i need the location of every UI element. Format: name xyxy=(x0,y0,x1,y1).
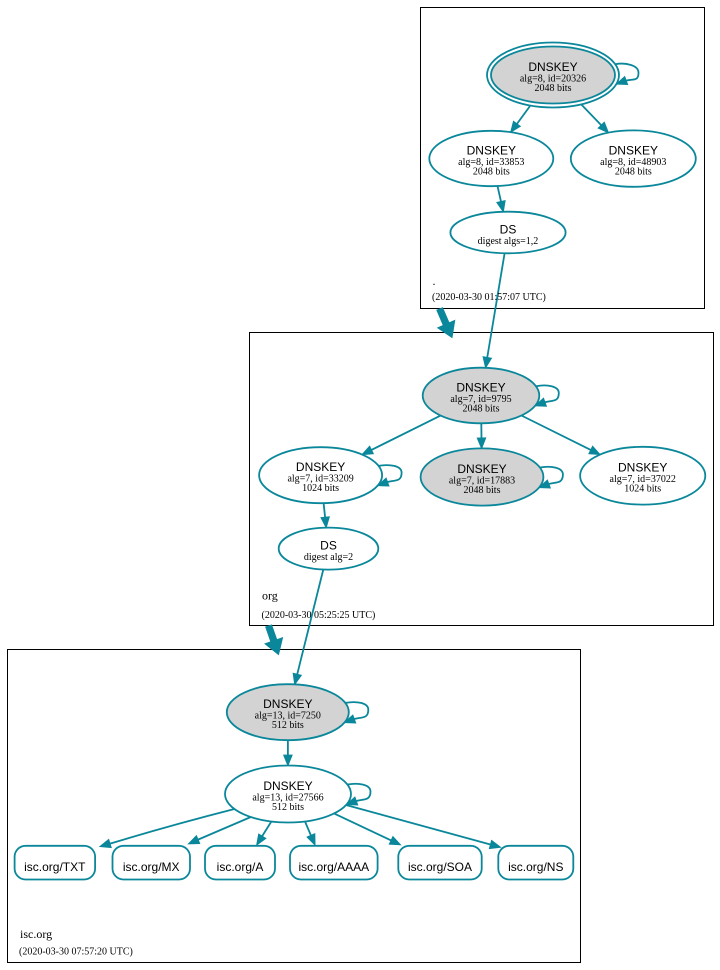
svg-text:DNSKEY: DNSKEY xyxy=(467,144,516,158)
svg-text:512 bits: 512 bits xyxy=(272,802,304,813)
svg-text:alg=13, id=27566: alg=13, id=27566 xyxy=(252,793,323,804)
svg-text:1024 bits: 1024 bits xyxy=(302,483,339,494)
svg-text:isc.org/SOA: isc.org/SOA xyxy=(408,860,472,874)
svg-text:DNSKEY: DNSKEY xyxy=(609,144,658,158)
svg-text:2048 bits: 2048 bits xyxy=(535,83,572,94)
svg-text:2048 bits: 2048 bits xyxy=(463,404,500,415)
svg-text:1024 bits: 1024 bits xyxy=(624,484,661,495)
svg-text:alg=7, id=37022: alg=7, id=37022 xyxy=(610,474,676,485)
svg-text:alg=8, id=33853: alg=8, id=33853 xyxy=(458,157,524,168)
svg-text:org: org xyxy=(262,589,278,603)
svg-text:isc.org: isc.org xyxy=(20,927,52,941)
svg-text:DNSKEY: DNSKEY xyxy=(457,462,506,476)
svg-text:isc.org/MX: isc.org/MX xyxy=(123,860,180,874)
svg-text:DNSKEY: DNSKEY xyxy=(263,697,312,711)
svg-text:DNSKEY: DNSKEY xyxy=(618,461,667,475)
svg-text:alg=8, id=48903: alg=8, id=48903 xyxy=(600,157,666,168)
svg-text:alg=7, id=17883: alg=7, id=17883 xyxy=(449,476,515,487)
svg-text:2048 bits: 2048 bits xyxy=(464,485,501,496)
svg-text:DS: DS xyxy=(320,539,337,553)
svg-text:2048 bits: 2048 bits xyxy=(615,167,652,178)
svg-text:digest alg=2: digest alg=2 xyxy=(304,552,353,563)
svg-text:2048 bits: 2048 bits xyxy=(473,167,510,178)
svg-text:isc.org/TXT: isc.org/TXT xyxy=(24,860,86,874)
svg-text:alg=13, id=7250: alg=13, id=7250 xyxy=(255,711,321,722)
svg-text:(2020-03-30 01:57:07 UTC): (2020-03-30 01:57:07 UTC) xyxy=(432,292,546,303)
svg-text:DNSKEY: DNSKEY xyxy=(528,60,577,74)
svg-text:DNSKEY: DNSKEY xyxy=(263,779,312,793)
svg-text:isc.org/AAAA: isc.org/AAAA xyxy=(298,860,369,874)
svg-text:DNSKEY: DNSKEY xyxy=(296,460,345,474)
svg-text:(2020-03-30 05:25:25 UTC): (2020-03-30 05:25:25 UTC) xyxy=(262,610,376,621)
svg-text:alg=8, id=20326: alg=8, id=20326 xyxy=(520,74,586,85)
svg-text:alg=7, id=9795: alg=7, id=9795 xyxy=(450,394,511,405)
svg-text:isc.org/A: isc.org/A xyxy=(217,860,264,874)
svg-text:isc.org/NS: isc.org/NS xyxy=(508,860,563,874)
svg-text:DNSKEY: DNSKEY xyxy=(456,381,505,395)
svg-text:.: . xyxy=(433,274,436,288)
svg-text:digest algs=1,2: digest algs=1,2 xyxy=(478,236,539,247)
svg-text:alg=7, id=33209: alg=7, id=33209 xyxy=(287,474,353,485)
svg-text:DS: DS xyxy=(500,223,517,237)
svg-text:512 bits: 512 bits xyxy=(272,720,304,731)
svg-text:(2020-03-30 07:57:20 UTC): (2020-03-30 07:57:20 UTC) xyxy=(19,947,133,958)
